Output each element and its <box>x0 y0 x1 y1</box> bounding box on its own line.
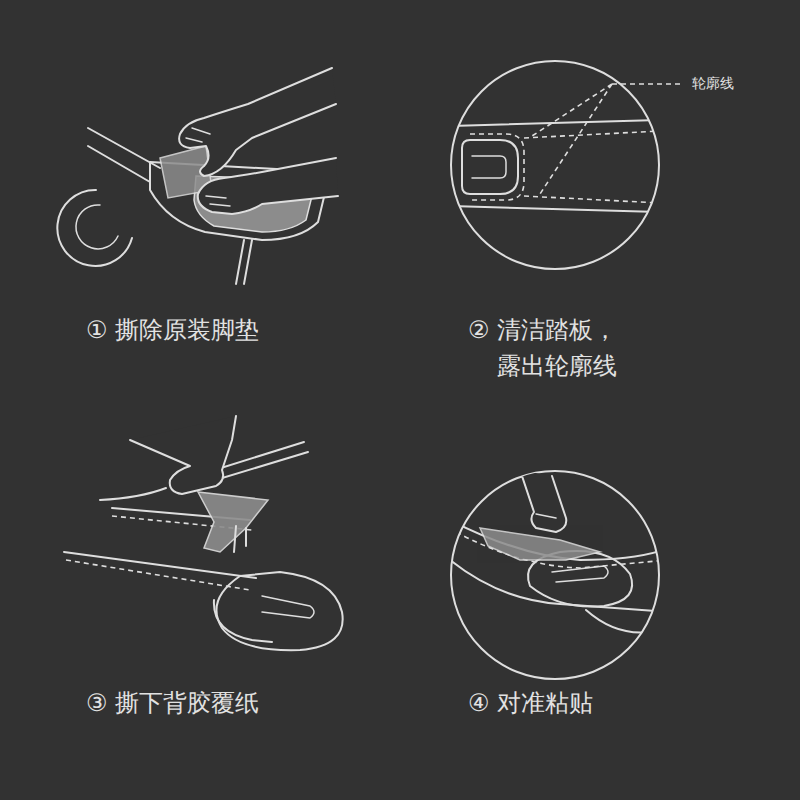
finger-lines <box>186 128 210 142</box>
scooter-peel-figure <box>57 68 338 284</box>
upper-hand <box>179 68 336 176</box>
step-caption: ④ 对准粘贴 <box>468 685 593 721</box>
finger-lines <box>536 514 556 518</box>
zoom-circle <box>451 61 659 269</box>
step-caption: ② 清洁踏板， 露出轮廓线 <box>468 312 679 384</box>
fender-slot <box>472 156 506 178</box>
contour-line <box>470 134 524 200</box>
step-caption: ① 撕除原装脚垫 <box>86 312 259 348</box>
deck-closeup <box>450 61 682 269</box>
lower-hand <box>198 158 338 214</box>
hand <box>520 470 566 532</box>
callout-label: 轮廓线 <box>692 73 734 94</box>
wheel-hub <box>76 205 118 249</box>
leader-line <box>532 84 682 194</box>
backing-peel-figure <box>64 416 343 650</box>
rear-fender <box>216 572 342 650</box>
finger-lines <box>206 196 230 206</box>
foot-pad <box>198 492 268 552</box>
step-caption: ③ 撕下背胶覆纸 <box>86 685 259 721</box>
wheel <box>586 610 660 633</box>
arm <box>100 488 166 500</box>
deck-edge <box>450 120 660 212</box>
fender-slot <box>262 596 314 618</box>
foot-pad <box>480 528 600 560</box>
rear-fender <box>462 140 518 194</box>
align-stick-closeup <box>450 470 668 679</box>
hand <box>130 416 236 494</box>
zoom-circle <box>451 471 659 679</box>
fender-slot <box>552 566 608 582</box>
scooter-wheel <box>57 190 132 266</box>
contour-line <box>524 131 660 203</box>
wheel <box>214 600 272 642</box>
kickstand <box>236 240 252 284</box>
deck-edge <box>450 560 668 612</box>
pad-edge <box>234 526 246 552</box>
